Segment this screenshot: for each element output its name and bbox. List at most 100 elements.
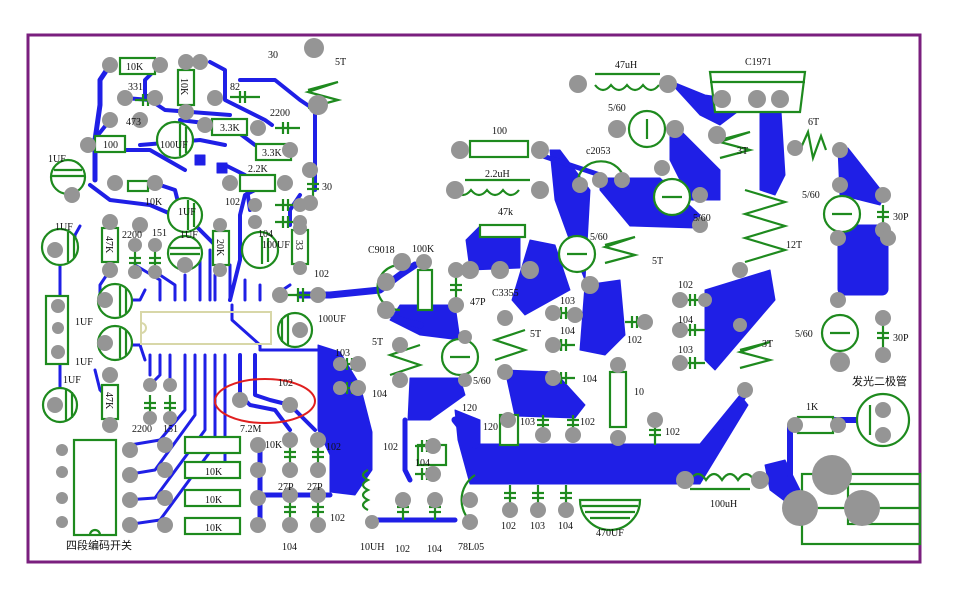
label-vc-560-b: 5/60 (608, 103, 626, 114)
label-c-103-e: 103 (678, 345, 693, 356)
label-r-3k3-a: 3.3K (220, 123, 241, 134)
label-c-104-f: 104 (560, 326, 575, 337)
label-l-5t-b: 5T (530, 329, 541, 340)
label-r-47k-a: 47K (103, 236, 114, 254)
label-c-102-d: 102 (330, 513, 345, 524)
label-c-102-i: 102 (665, 427, 680, 438)
label-c-103-a: 103 (335, 348, 350, 359)
label-c-1uf-f: 1UF (75, 357, 93, 368)
pads (47, 38, 896, 533)
label-c-102-b: 102 (314, 269, 329, 280)
label-l-5t-c: 5T (652, 256, 663, 267)
label-l-10uh: 10UH (360, 542, 384, 553)
label-c-151-mid: 151 (152, 228, 167, 239)
ic-chip (140, 311, 272, 345)
label-c-104-g: 104 (582, 374, 597, 385)
label-c-473: 473 (126, 117, 141, 128)
label-pot-10k: 10K (145, 197, 163, 208)
label-r-10: 10 (634, 387, 644, 398)
label-r-10k-top: 10K (126, 62, 144, 73)
label-r-3k3-b: 3.3K (262, 148, 283, 159)
label-l-100uh: 100uH (710, 499, 737, 510)
label-c-104-a: 104 (258, 229, 273, 240)
label-c-100uf-c: 100UF (318, 314, 346, 325)
label-c-27p-b: 27P (307, 482, 323, 493)
label-c-103-b: 103 (560, 296, 575, 307)
label-c-27p-a: 27P (278, 482, 294, 493)
label-c-2200-bot: 2200 (132, 424, 152, 435)
label-r-100-top: 100 (492, 126, 507, 137)
label-c-104-e: 104 (427, 544, 442, 555)
label-c-102-f: 102 (395, 544, 410, 555)
label-led: 发光二极管 (852, 374, 907, 388)
label-r-10k-vert: 10K (178, 78, 189, 96)
label-l-47uh: 47uH (615, 60, 637, 71)
label-c-1uf-b: 1UF (178, 207, 196, 218)
board-frame (26, 33, 922, 564)
label-l-6t: 6T (808, 117, 819, 128)
label-c-102-g: 102 (627, 335, 642, 346)
label-r-10k-c: 10K (205, 467, 223, 478)
label-c-100uf-b: 100UF (262, 240, 290, 251)
label-c-102-j: 102 (678, 280, 693, 291)
component-labels: 10K 331 10K 82 30 5T 473 3.3K 2200 100 1… (48, 50, 909, 555)
label-c-2200-top: 2200 (270, 108, 290, 119)
label-switch: 四段编码开关 (66, 538, 132, 552)
label-c-1uf-c: 1UF (55, 222, 73, 233)
label-vc-560-c: 5/60 (590, 232, 608, 243)
label-c-104-i: 104 (678, 315, 693, 326)
label-c-1uf-e: 1UF (75, 317, 93, 328)
label-c-331: 331 (128, 82, 143, 93)
label-c-1uf-g: 1UF (63, 375, 81, 386)
label-vc-560-f: 5/60 (795, 329, 813, 340)
label-c-30p-b: 30P (893, 333, 909, 344)
label-c-102-e: 102 (383, 442, 398, 453)
label-r-10k-b: 10K (265, 440, 283, 451)
label-l-5t-mid: 5T (372, 337, 383, 348)
label-xtal-72m: 7.2M (240, 424, 262, 435)
label-c3355: C3355 (492, 288, 519, 299)
label-reg-78l05: 78L05 (458, 542, 484, 553)
label-c-47p: 47P (470, 297, 486, 308)
label-c-30-mid: 30 (322, 182, 332, 193)
label-c-470uf: 470UF (596, 528, 624, 539)
label-l-22uh: 2.2uH (485, 169, 510, 180)
label-r-10k-e: 10K (205, 523, 223, 534)
label-r-47k-c: 47k (498, 207, 513, 218)
label-r-10k-d: 10K (205, 495, 223, 506)
label-c9018: C9018 (368, 245, 395, 256)
label-c-102-bottom: 102 (501, 521, 516, 532)
label-c-100uf-top: 100UF (160, 140, 188, 151)
label-c-104-b: 104 (372, 389, 387, 400)
label-c-102-k: 102 (326, 442, 341, 453)
label-r-47k-b: 47K (103, 392, 114, 410)
label-c-1uf-d: 1UF (180, 230, 198, 241)
label-c-82: 82 (230, 82, 240, 93)
label-vc-560-e: 5/60 (802, 190, 820, 201)
label-vc-560-d: 5/60 (693, 213, 711, 224)
label-l-3t-b: 3T (762, 339, 773, 350)
crystal-highlight-ring (214, 378, 316, 424)
label-c-151-bot: 151 (163, 424, 178, 435)
label-c1971: C1971 (745, 57, 772, 68)
label-c-102-c: 102 (278, 378, 293, 389)
label-l-12t: 12T (786, 240, 802, 251)
label-r-100-left: 100 (103, 140, 118, 151)
label-r-20k: 20K (214, 239, 225, 257)
label-l-3t-a: 3T (737, 146, 748, 157)
label-c2053: c2053 (586, 146, 610, 157)
copper-pours (194, 79, 889, 506)
label-c-103-c: 103 (520, 417, 535, 428)
label-r-120-a: 120 (462, 403, 477, 414)
label-c-104-h: 104 (558, 521, 573, 532)
label-vc-560-a: 5/60 (473, 376, 491, 387)
label-r-2k2: 2.2K (248, 164, 269, 175)
label-r-1k: 1K (806, 402, 819, 413)
label-c-2200-mid: 2200 (122, 230, 142, 241)
label-r-33: 33 (293, 240, 304, 250)
label-c-102-a: 102 (225, 197, 240, 208)
label-l-5t-top: 5T (335, 57, 346, 68)
label-c-103-d: 103 (530, 521, 545, 532)
label-r-120-b: 120 (483, 422, 498, 433)
